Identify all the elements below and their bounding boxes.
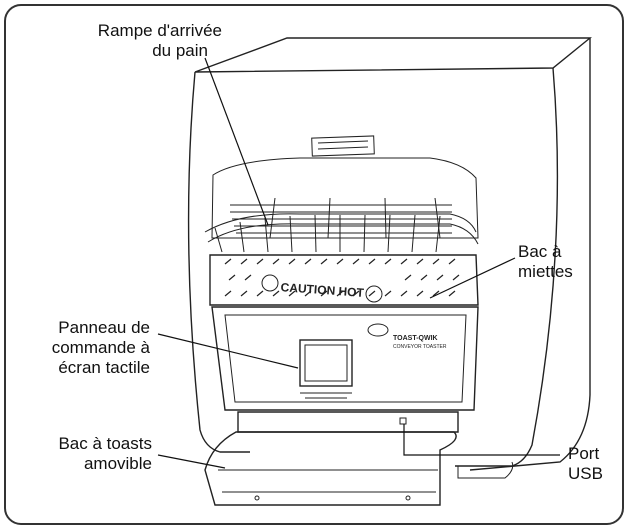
toaster-front-left-edge xyxy=(187,71,250,453)
caution-hot-text: CAUTION HOT xyxy=(280,280,365,300)
control-panel-face xyxy=(211,306,479,411)
leader-crumb-tray xyxy=(429,257,516,299)
warning-plate xyxy=(311,135,375,157)
usb-port-slot xyxy=(399,417,407,425)
label-bread-ramp: Rampe d'arrivée du pain xyxy=(98,21,222,60)
crumb-tray-band xyxy=(209,254,479,306)
label-toast-tray-line2: amovible xyxy=(84,454,152,473)
caution-circle-right xyxy=(365,285,383,303)
bread-ramp-wires xyxy=(204,213,479,253)
touchscreen xyxy=(299,339,353,387)
leader-bread-ramp xyxy=(204,57,269,226)
toaster-opening xyxy=(211,157,479,239)
diagram-frame xyxy=(4,4,624,525)
label-usb-port-line1: Port xyxy=(568,444,599,463)
brand-model-text: TOAST-QWIK xyxy=(393,335,438,342)
toaster-illustration: CAUTION HOT TOAST-QWIK CONVEYOR TOASTER xyxy=(187,37,592,506)
conveyor-belt xyxy=(230,197,452,239)
label-control-panel-line1: Panneau de xyxy=(58,318,150,337)
leader-usb-port xyxy=(403,424,560,456)
label-bread-ramp-line1: Rampe d'arrivée xyxy=(98,21,222,40)
toaster-right-side xyxy=(469,38,591,471)
vent-slots xyxy=(224,258,460,297)
label-crumb-tray: Bac à miettes xyxy=(518,242,573,281)
label-bread-ramp-line2: du pain xyxy=(152,41,208,60)
brand-logo xyxy=(367,323,389,337)
label-toast-tray: Bac à toasts amovible xyxy=(58,434,152,473)
leader-lines xyxy=(157,57,560,469)
label-crumb-tray-line1: Bac à xyxy=(518,242,562,261)
lower-opening xyxy=(237,411,459,433)
model-subtitle-text: CONVEYOR TOASTER xyxy=(393,344,447,350)
label-control-panel: Panneau de commande à écran tactile xyxy=(52,318,151,377)
toaster-front-right-edge xyxy=(455,67,559,467)
label-control-panel-line2: commande à xyxy=(52,338,151,357)
label-usb-port-line2: USB xyxy=(568,464,603,483)
leader-control-panel xyxy=(157,333,299,369)
label-usb-port: Port USB xyxy=(568,444,603,483)
leader-toast-tray xyxy=(157,454,226,469)
caution-circle-left xyxy=(261,274,279,292)
label-toast-tray-line1: Bac à toasts xyxy=(58,434,152,453)
toast-tray xyxy=(204,431,457,506)
label-control-panel-line3: écran tactile xyxy=(58,358,150,377)
label-crumb-tray-line2: miettes xyxy=(518,262,573,281)
